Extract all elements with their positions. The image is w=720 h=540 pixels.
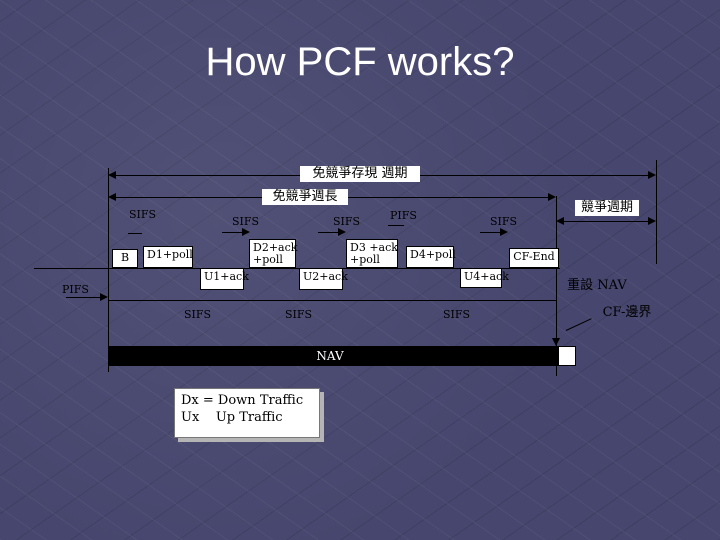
cp-end-line [656,160,657,264]
arrowhead [100,293,108,301]
nav-bar-label: NAV [316,349,344,363]
sifs-arrow-1 [128,233,142,234]
station-medium-line [108,300,556,301]
u1-ack-frame: U1+ack [200,268,249,290]
sifs-label-4: SIFS [490,215,518,228]
sifs-bottom-arrow-3 [436,300,458,301]
sifs-label-3: SIFS [333,215,361,228]
legend-key: Ux [181,410,200,425]
sifs-bottom-label-1: SIFS [184,308,212,321]
arrowhead [648,217,656,225]
cfp-length-label: 免競爭週長 [262,189,348,205]
slide-title: How PCF works? [205,40,515,84]
d1-poll-frame: D1+poll [143,246,193,268]
arrowhead [648,171,656,179]
sifs-label-2: SIFS [232,215,260,228]
sifs-arrow-2 [222,232,248,233]
nav-bar [108,346,558,366]
sifs-arrow-3 [318,232,344,233]
pifs-left-label: PIFS [62,283,89,296]
arrowhead [556,217,564,225]
sifs-bottom-arrow-2 [274,300,298,301]
sifs-bottom-label-3: SIFS [443,308,471,321]
sifs-bottom-arrow-1 [178,300,200,301]
arrowhead [242,228,250,236]
ap-medium-line [34,268,560,269]
cp-label: 競爭週期 [575,200,639,216]
cf-boundary-label: CF-邊界 [602,305,652,320]
u2-ack-frame: U2+ack [299,268,348,290]
legend-value: = Down Traffic [202,393,304,408]
d3-ack-poll-frame: D3 +ack+poll [346,239,398,268]
arrowhead [500,228,508,236]
cfp-repetition-label: 免競爭存現 週期 [300,166,420,182]
legend-row-down: Dx = Down Traffic [181,392,313,409]
legend-value: Up Traffic [215,410,283,425]
legend-box: Dx = Down Traffic Ux Up Traffic [174,388,320,438]
pifs-top-label: PIFS [390,209,417,222]
cfp-end-line [556,196,557,376]
nav-reset-arrowhead [552,338,560,346]
d4-poll-frame: D4+poll [406,246,456,268]
sifs-arrow-4 [480,232,506,233]
pifs-top-arrow [388,225,404,226]
cf-end-frame: CF-End [509,248,559,268]
nav-reset-label: 重設 NAV [567,278,627,293]
cfp-start-line [108,168,109,372]
cp-arrow [560,221,652,222]
beacon-frame: B [112,249,138,268]
legend-key: Dx [181,393,199,408]
u4-ack-frame: U4+ack [460,268,509,288]
legend-row-up: Ux Up Traffic [181,409,313,426]
sifs-bottom-label-2: SIFS [285,308,313,321]
arrowhead [108,171,116,179]
arrowhead [548,193,556,201]
pifs-left-arrow [66,297,106,298]
arrowhead [338,228,346,236]
cf-boundary-pointer [565,318,592,331]
arrowhead [108,193,116,201]
sifs-label-1: SIFS [129,208,157,221]
d2-ack-poll-frame: D2+ack+poll [249,239,297,268]
nav-bar-end [558,346,576,366]
